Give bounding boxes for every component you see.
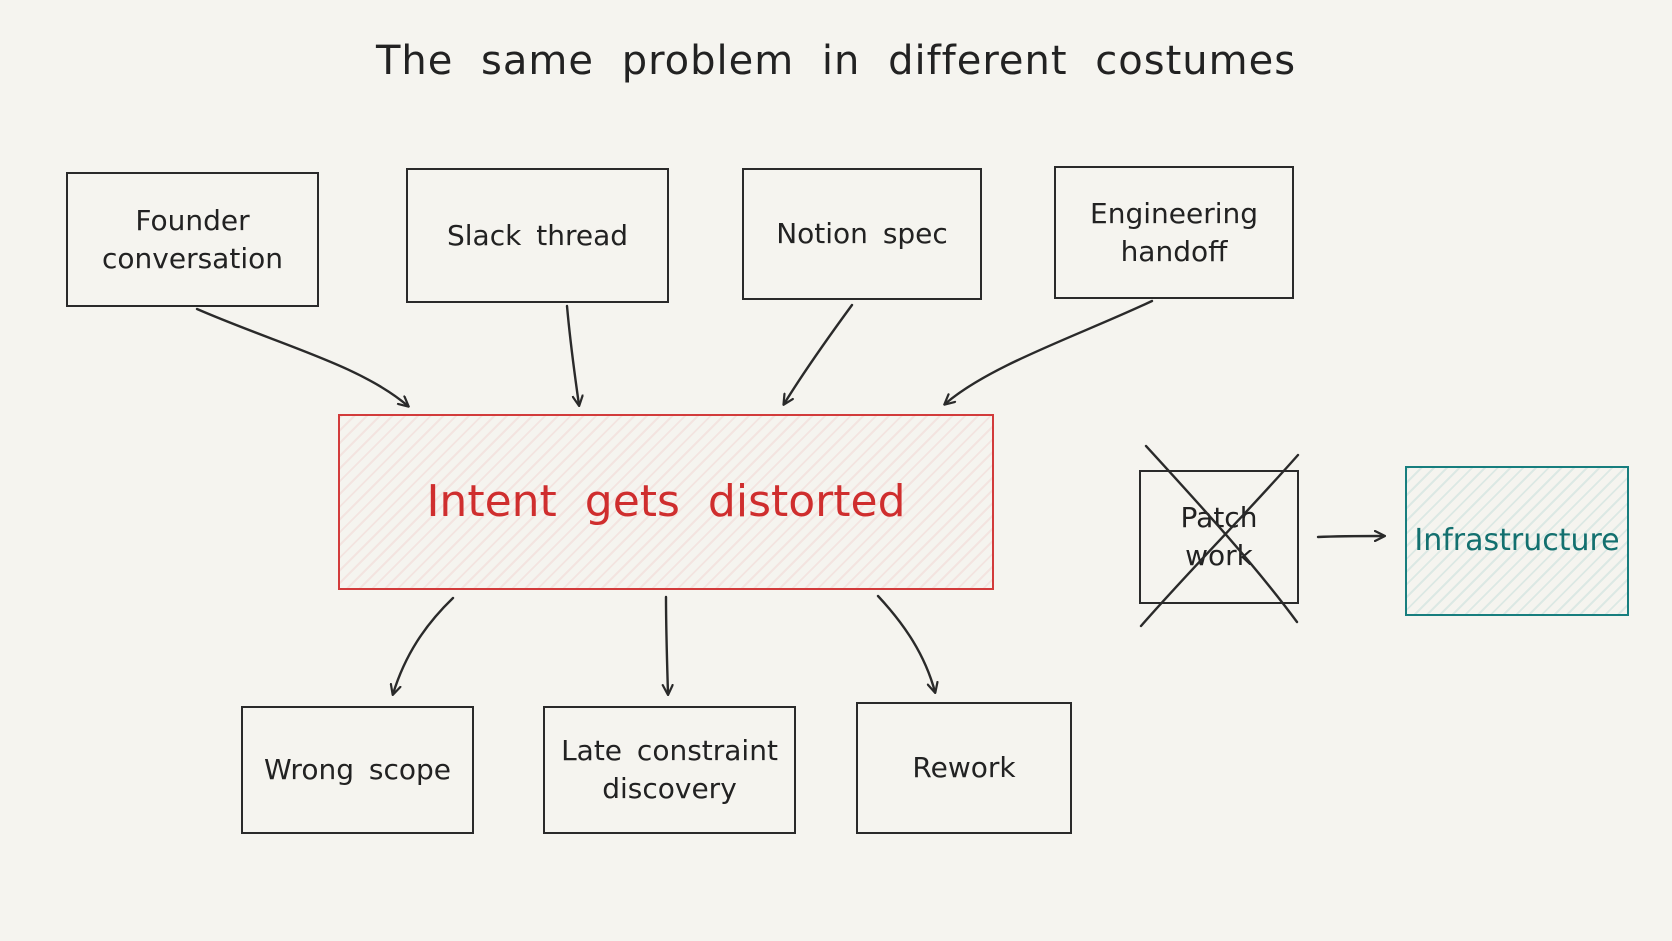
- arrow-center-to-late-constraint: [666, 595, 668, 694]
- arrow-handoff-to-center: [945, 299, 1154, 404]
- source-box-slack-thread: Slack thread: [406, 168, 669, 303]
- arrow-center-to-wrong-scope: [393, 596, 455, 694]
- arrow-patch-to-infrastructure: [1316, 536, 1384, 537]
- outcome-box-rework: Rework: [856, 702, 1072, 834]
- infrastructure-label: Infrastructure: [1414, 523, 1620, 558]
- diagram-title: The same problem in different costumes: [375, 38, 1297, 84]
- outcome-label-line: Wrong scope: [264, 753, 451, 786]
- arrow-center-to-rework: [876, 594, 935, 692]
- patch-label-line: Patch: [1180, 501, 1258, 534]
- source-box-engineering-handoff: Engineering handoff: [1054, 166, 1294, 299]
- patch-label-line: work: [1185, 539, 1253, 572]
- outcome-label-line: Late constraint: [561, 734, 778, 767]
- patch-work-box: Patch work: [1139, 470, 1299, 604]
- outcome-box-wrong-scope: Wrong scope: [241, 706, 474, 834]
- source-label-line: Notion spec: [776, 217, 948, 250]
- source-label-line: handoff: [1120, 234, 1228, 268]
- center-box-intent-distorted: Intent gets distorted: [338, 414, 994, 590]
- infrastructure-box: Infrastructure: [1405, 466, 1629, 616]
- arrow-notion-to-center: [784, 303, 854, 404]
- center-label: Intent gets distorted: [426, 476, 906, 527]
- source-label-line: Engineering: [1090, 196, 1258, 230]
- source-label-line: conversation: [102, 241, 283, 275]
- source-box-notion-spec: Notion spec: [742, 168, 982, 300]
- arrow-founder-to-center: [195, 307, 408, 406]
- outcome-label-line: discovery: [602, 772, 737, 805]
- source-label-line: Slack thread: [447, 218, 628, 252]
- arrow-slack-to-center: [565, 304, 579, 405]
- source-box-founder-conversation: Founder conversation: [66, 172, 319, 307]
- source-label-line: Founder: [135, 203, 250, 237]
- outcome-label-line: Rework: [912, 751, 1016, 784]
- outcome-box-late-constraint-discovery: Late constraint discovery: [543, 706, 796, 834]
